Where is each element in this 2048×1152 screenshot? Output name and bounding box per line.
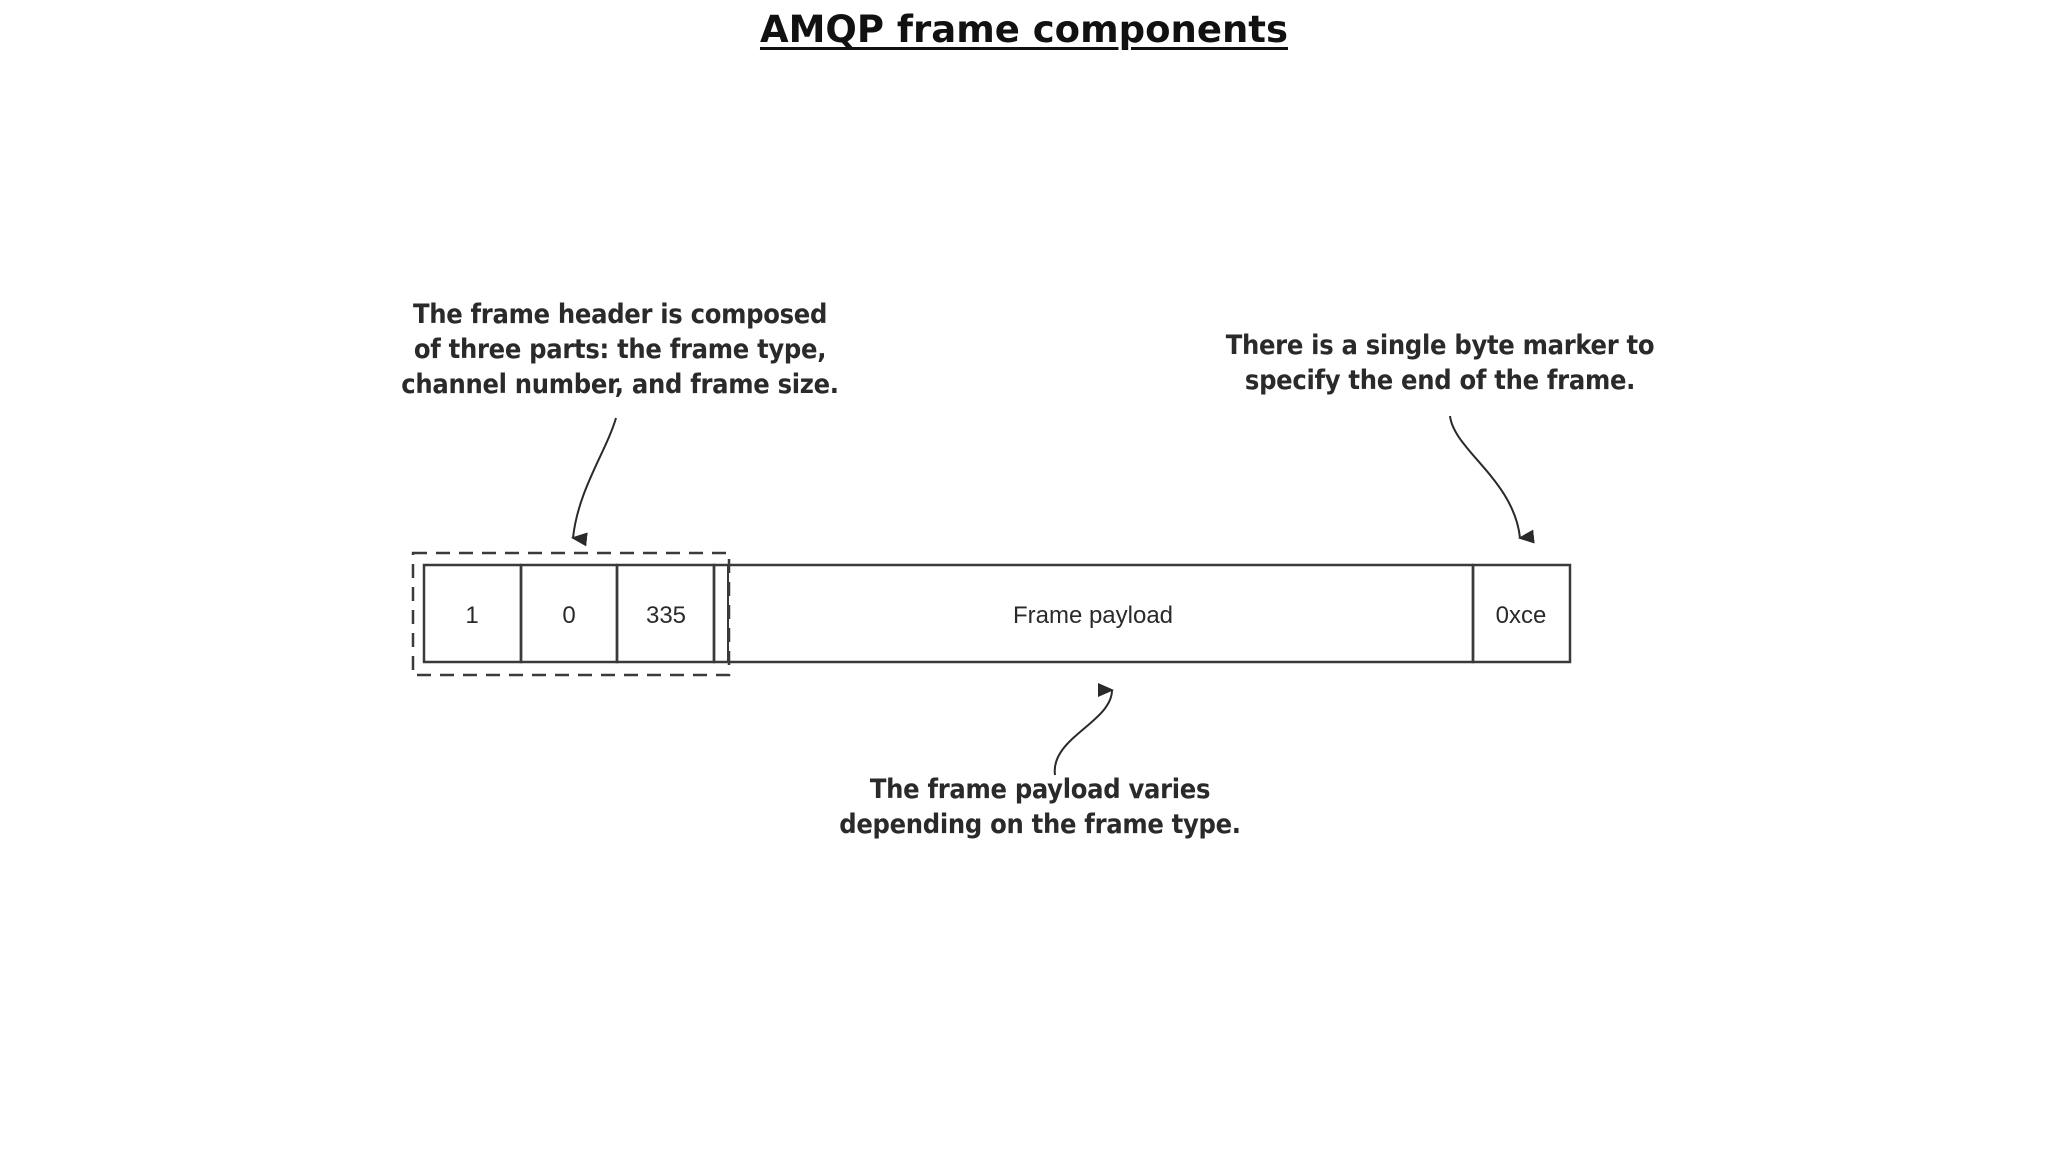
end-marker-arrow (1449, 415, 1535, 544)
frame-type-value: 1 (465, 602, 478, 629)
end-marker-callout: There is a single byte marker to specify… (1225, 330, 1655, 396)
payload-callout: The frame payload varies depending on th… (839, 774, 1241, 840)
channel-value: 0 (562, 602, 575, 629)
frame-size-value: 335 (646, 602, 686, 629)
page-title: AMQP frame components (759, 8, 1289, 51)
end-marker-value: 0xce (1496, 602, 1547, 629)
payload-label: Frame payload (1013, 602, 1173, 629)
end-marker-cell (1471, 563, 1572, 664)
payload-arrow (1053, 682, 1114, 776)
header-arrow (571, 417, 617, 547)
header-callout: The frame header is composed of three pa… (401, 299, 839, 400)
